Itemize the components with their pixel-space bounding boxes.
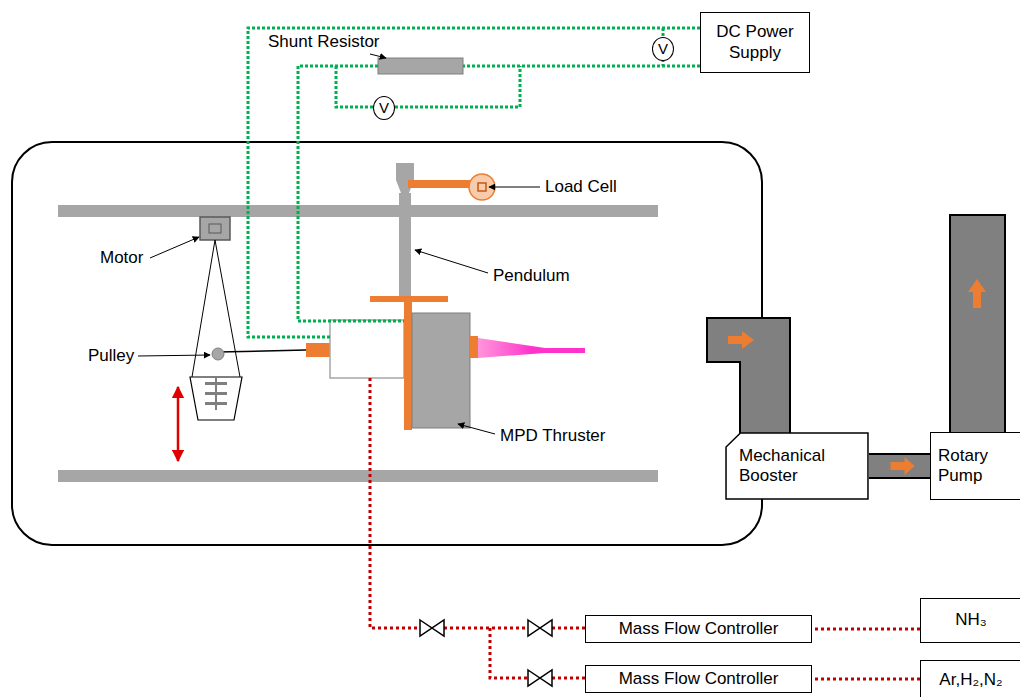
leader-lines [138, 54, 540, 434]
thruster-mount [306, 343, 330, 357]
valve-symbol [528, 670, 552, 686]
part-label: Shunt Resistor [268, 32, 380, 52]
pipe-fill [869, 455, 930, 477]
thruster-head [412, 313, 470, 428]
power-supply-box: DC Power Supply [700, 12, 810, 73]
part-label: MPD Thruster [500, 426, 606, 446]
mass-flow-controller-box: Mass Flow Controller [585, 665, 812, 693]
leader-line [138, 355, 210, 356]
gas-line [370, 378, 585, 678]
voltmeter-symbol: V [652, 37, 674, 61]
motion-arrow [177, 387, 180, 461]
leader-line [415, 250, 488, 273]
leader-line [458, 424, 495, 434]
part-label: Motor [100, 248, 143, 268]
wire [395, 66, 520, 107]
flow-arrow [891, 457, 915, 475]
node-text: Mass Flow Controller [619, 669, 779, 689]
electrical-wiring [248, 28, 700, 337]
thruster-nozzle [470, 336, 478, 358]
vacuum-chamber [12, 142, 762, 545]
node-text: Mass Flow Controller [619, 619, 779, 639]
gas-line [812, 629, 920, 630]
rotary-pump-box: Rotary Pump [930, 432, 1020, 500]
gas-source-box: Ar,H₂,N₂ [920, 660, 1020, 697]
pipe-outline [869, 453, 930, 479]
flow-arrow [968, 279, 986, 308]
node-text: Rotary Pump [938, 446, 1016, 487]
node-text: NH₃ [955, 610, 986, 630]
gas-pipe [552, 627, 585, 630]
gas-pipe [370, 378, 420, 628]
gas-pipe [444, 627, 528, 630]
string [218, 350, 306, 352]
vacuum-pipe [869, 457, 930, 475]
thruster-body [330, 320, 404, 378]
weight [205, 402, 227, 405]
node-text: Mechanical Booster [739, 446, 855, 487]
mounting-rail [58, 205, 658, 217]
leader-line [489, 187, 540, 188]
part-label: Load Cell [545, 177, 617, 197]
pulley [212, 348, 224, 360]
pendulum [399, 193, 411, 298]
gas-pipe [490, 628, 528, 678]
wire [336, 66, 373, 107]
mechanical-booster-box: Mechanical Booster [725, 432, 869, 500]
exhaust-duct [707, 318, 790, 434]
valve-symbol [528, 620, 552, 636]
mass-flow-controller-box: Mass Flow Controller [585, 615, 812, 643]
thruster-flange [404, 300, 412, 430]
weight [205, 382, 227, 385]
gas-pipe [812, 628, 920, 631]
booster-outline [726, 433, 868, 499]
exhaust-stack [950, 215, 1005, 433]
pendulum-pivot [396, 163, 414, 193]
motor-detail [209, 224, 221, 233]
node-text: V [658, 40, 668, 58]
gas-line [812, 679, 920, 680]
part-label: Pendulum [493, 266, 570, 286]
string [192, 240, 215, 377]
leader-line [370, 54, 386, 58]
wire [248, 28, 700, 337]
wire [298, 66, 404, 321]
valve-symbol [420, 620, 444, 636]
gas-source-box: NH₃ [920, 598, 1020, 643]
node-text: Ar,H₂,N₂ [939, 670, 1002, 690]
gas-pipe [552, 677, 585, 680]
flow-arrow [728, 331, 754, 349]
node-text: V [379, 99, 389, 117]
node-text: DC Power Supply [707, 22, 803, 63]
voltmeter-symbol: V [373, 96, 395, 120]
leader-line [150, 237, 199, 258]
motor [200, 217, 230, 240]
mounting-rail [58, 470, 658, 482]
load-cell-sensor [478, 183, 486, 191]
weight [205, 392, 227, 395]
shunt-resistor [378, 58, 463, 74]
wire [662, 28, 665, 37]
plasma-plume [478, 338, 585, 358]
weight-hanger [190, 377, 242, 420]
part-label: Pulley [88, 346, 134, 366]
gas-pipe [812, 678, 920, 681]
